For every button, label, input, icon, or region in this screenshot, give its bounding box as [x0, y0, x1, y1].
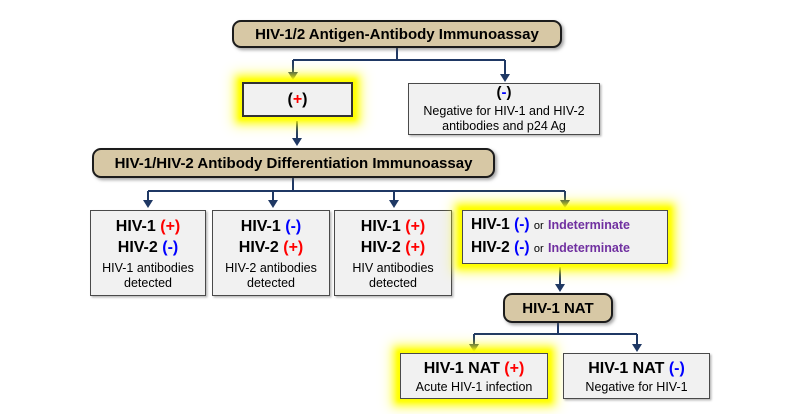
nat-assay-node: HIV-1 NAT — [503, 293, 613, 323]
paren-close: ) — [506, 84, 512, 101]
result-row: HIV-1 (-) or Indeterminate — [471, 214, 630, 237]
nat-assay-label: HIV-1 NAT — [522, 299, 594, 317]
differentiation-assay-label: HIV-1/HIV-2 Antibody Differentiation Imm… — [114, 154, 473, 172]
nat-positive-node: HIV-1 NAT (+) Acute HIV-1 infection — [400, 353, 548, 399]
nat-positive-title: HIV-1 NAT (+) — [424, 358, 525, 379]
result-row: HIV-2 (+) — [361, 237, 425, 258]
result-description: HIV-1 antibodies detected — [102, 260, 194, 290]
or-word: or — [533, 220, 544, 232]
row-result-negative: (-) — [285, 217, 302, 235]
screening-assay-label: HIV-1/2 Antigen-Antibody Immunoassay — [255, 25, 539, 43]
result-row: HIV-2 (+) — [239, 237, 303, 258]
row-label: HIV-1 — [240, 217, 281, 235]
paren-close: ) — [302, 90, 308, 108]
positive-to-differentiation-arrowhead — [292, 138, 302, 146]
row-result-positive: (+) — [405, 238, 426, 256]
result-box-negative-or-indeterminate: HIV-1 (-) or Indeterminate HIV-2 (-) or … — [462, 210, 668, 264]
indeterminate-to-nat-arrowhead — [555, 284, 565, 292]
result-box-hiv1-antibodies: HIV-1 (+) HIV-2 (-) HIV-1 antibodies det… — [90, 210, 206, 296]
row-result-negative: (-) — [162, 238, 179, 256]
differentiation-split-arrowheads — [143, 200, 570, 208]
result-box-hiv2-antibodies: HIV-1 (-) HIV-2 (+) HIV-2 antibodies det… — [212, 210, 330, 296]
result-row: HIV-1 (-) — [241, 216, 301, 237]
result-row: HIV-1 (+) — [361, 216, 425, 237]
differentiation-assay-node: HIV-1/HIV-2 Antibody Differentiation Imm… — [92, 148, 495, 178]
row-label: HIV-2 — [238, 238, 279, 256]
row-label: HIV-1 NAT — [423, 359, 500, 377]
row-label: HIV-1 — [471, 216, 510, 233]
row-result-positive: (+) — [504, 359, 525, 377]
row-label: HIV-1 — [360, 217, 401, 235]
row-label: HIV-2 — [360, 238, 401, 256]
screening-split-arrowheads — [288, 72, 510, 82]
indeterminate-label: Indeterminate — [547, 241, 630, 255]
screening-negative-description: Negative for HIV-1 and HIV-2 antibodies … — [423, 104, 585, 133]
screening-negative-node: (-) Negative for HIV-1 and HIV-2 antibod… — [408, 83, 600, 135]
row-result-negative: (-) — [668, 359, 685, 377]
row-result-positive: (+) — [160, 217, 181, 235]
nat-negative-node: HIV-1 NAT (-) Negative for HIV-1 — [563, 353, 710, 399]
negative-sign: - — [501, 84, 507, 101]
result-row: HIV-2 (-) — [118, 237, 178, 258]
row-label: HIV-1 NAT — [588, 359, 665, 377]
row-result-negative: (-) — [514, 239, 530, 256]
result-description: HIV antibodies detected — [352, 260, 434, 290]
paren-open: ( — [287, 90, 293, 108]
row-label: HIV-2 — [117, 238, 158, 256]
row-result-negative: (-) — [514, 216, 530, 233]
result-row: HIV-1 (+) — [116, 216, 180, 237]
screening-assay-node: HIV-1/2 Antigen-Antibody Immunoassay — [232, 20, 562, 48]
nat-negative-title: HIV-1 NAT (-) — [588, 358, 685, 379]
row-result-positive: (+) — [405, 217, 426, 235]
paren-open: ( — [496, 84, 502, 101]
screening-split-connector — [292, 48, 506, 75]
row-result-positive: (+) — [283, 238, 304, 256]
nat-split-connector — [473, 323, 638, 345]
screening-positive-node: (+) — [242, 82, 353, 117]
result-row: HIV-2 (-) or Indeterminate — [471, 237, 630, 260]
screening-positive-sign: (+) — [288, 91, 308, 109]
indeterminate-label: Indeterminate — [547, 218, 630, 232]
result-box-hiv-antibodies: HIV-1 (+) HIV-2 (+) HIV antibodies detec… — [334, 210, 452, 296]
result-description: HIV-2 antibodies detected — [225, 260, 317, 290]
screening-negative-sign: (-) — [497, 84, 512, 102]
row-label: HIV-1 — [115, 217, 156, 235]
positive-sign: + — [292, 90, 303, 108]
nat-positive-description: Acute HIV-1 infection — [415, 379, 533, 394]
or-word: or — [533, 243, 544, 255]
nat-negative-description: Negative for HIV-1 — [585, 379, 688, 394]
row-label: HIV-2 — [471, 239, 510, 256]
nat-split-arrowheads — [469, 344, 642, 352]
differentiation-split-connector — [147, 178, 566, 201]
